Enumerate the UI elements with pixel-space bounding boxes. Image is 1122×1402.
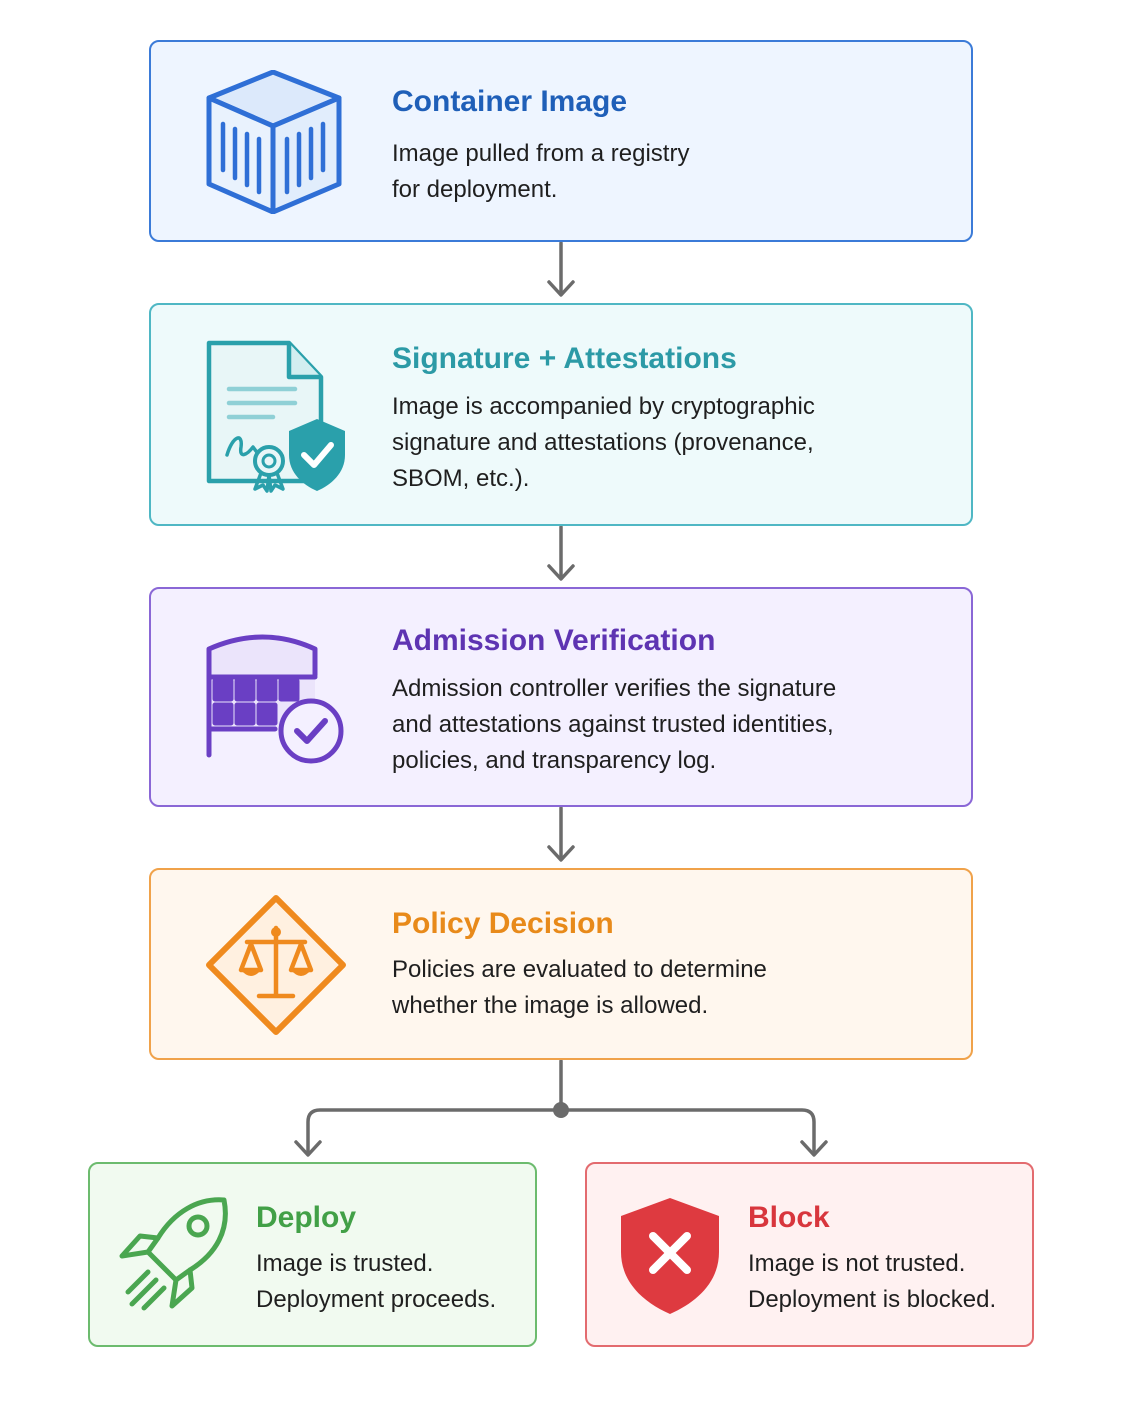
step-container-image: Container Image Image pulled from a regi… xyxy=(149,40,973,242)
step-description: Image pulled from a registry for deploym… xyxy=(392,140,690,203)
scales-diamond-icon xyxy=(206,895,346,1035)
outcome-description: Image is trusted. Deployment proceeds. xyxy=(256,1250,497,1313)
outcome-description: Image is not trusted. Deployment is bloc… xyxy=(748,1250,997,1313)
step-title: Container Image xyxy=(392,85,628,118)
step-title: Policy Decision xyxy=(392,907,614,940)
shield-x-icon xyxy=(621,1198,719,1314)
branch-node xyxy=(553,1102,569,1118)
step-admission-verification: Admission Verification Admission control… xyxy=(149,587,973,807)
step-signature-attestations: Signature + Attestations Image is accomp… xyxy=(149,303,973,526)
container-icon xyxy=(206,70,342,214)
step-description: Admission controller verifies the signat… xyxy=(392,675,837,774)
outcome-title: Block xyxy=(748,1201,830,1234)
step-title: Signature + Attestations xyxy=(392,342,737,375)
outcome-block: Block Image is not trusted. Deployment i… xyxy=(585,1162,1034,1347)
step-title: Admission Verification xyxy=(392,624,716,657)
arrow-container-to-signature xyxy=(547,241,575,297)
outcome-deploy: Deploy Image is trusted. Deployment proc… xyxy=(88,1162,537,1347)
certificate-shield-icon xyxy=(206,340,345,493)
outcome-title: Deploy xyxy=(256,1201,357,1234)
gate-check-icon xyxy=(206,634,344,764)
arrow-signature-to-admission xyxy=(547,525,575,581)
step-description: Policies are evaluated to determine whet… xyxy=(392,956,767,1019)
step-policy-decision: Policy Decision Policies are evaluated t… xyxy=(149,868,973,1060)
rocket-icon xyxy=(119,1197,228,1311)
arrow-admission-to-policy xyxy=(547,806,575,862)
step-description: Image is accompanied by cryptographic si… xyxy=(392,393,815,492)
